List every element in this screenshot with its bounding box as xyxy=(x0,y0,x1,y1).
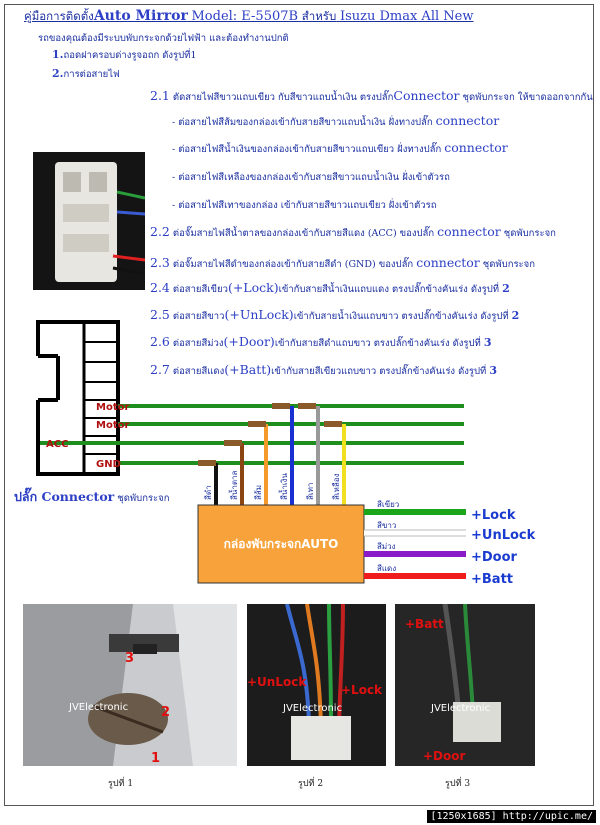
intro-text: รถของคุณต้องมีระบบพับกระจกด้วยไฟฟ้า และต… xyxy=(38,33,289,44)
connector-block xyxy=(30,320,120,476)
photo-1-marker-2: 2 xyxy=(161,705,170,720)
section-2-4: 2.4 ต่อสายสีเขียว(+Lock)เข้ากับสายสีน้ำเ… xyxy=(150,280,510,295)
section-2-2: 2.2 ต่อจั๊มสายไฟสีน้ำตาลของกล่องเข้ากับส… xyxy=(150,224,556,239)
photo-3-drawing: JVElectronic +Batt +Door xyxy=(395,604,535,766)
page-border xyxy=(4,4,594,806)
control-box xyxy=(197,504,365,584)
label-motor-1: Motor xyxy=(96,402,129,413)
splice-marks xyxy=(198,403,342,466)
photo-2-drawing: JVElectronic +UnLock +Lock xyxy=(247,604,386,766)
wire-label-brown: สีน้ำตาล xyxy=(228,470,239,500)
photo-1-caption: รูปที่ 1 xyxy=(108,779,134,789)
bullet-3: - ต่อสายไฟสีเหลืองของกล่องเข้ากับสายสีขา… xyxy=(172,172,450,183)
photo-3-caption: รูปที่ 3 xyxy=(445,779,471,789)
section-2-6: 2.6 ต่อสายสีม่วง(+Door)เข้ากับสายสีดำแถบ… xyxy=(150,334,492,349)
step-1: 1.ถอดฝาครอบด่างรูจอถก ดังรูปที่1 xyxy=(52,48,197,61)
output-color-batt: สีแดง xyxy=(377,564,396,573)
wire-label-yellow: สีเหลือง xyxy=(332,473,341,500)
label-gnd: GND xyxy=(96,459,121,470)
output-label-door: +Door xyxy=(471,550,518,565)
section-2-3: 2.3 ต่อจั๊มสายไฟสีดำของกล่องเข้ากับสายสี… xyxy=(150,255,535,270)
wiring-diagram: Motor Motor ACC GND สีดำ สีน้ำตาล สีส้ม … xyxy=(30,320,536,587)
output-color-door: สีม่วง xyxy=(377,542,396,551)
photo-2-caption: รูปที่ 2 xyxy=(298,779,324,789)
photo-2-marker-unlock: +UnLock xyxy=(247,675,307,689)
output-label-batt: +Batt xyxy=(471,572,513,587)
photo-1-marker-3: 3 xyxy=(125,651,134,666)
control-box-label: กล่องพับกระจกAUTO xyxy=(224,537,339,551)
photo-3: JVElectronic +Batt +Door xyxy=(395,604,535,766)
wire-label-gray: สีเทา xyxy=(306,483,315,501)
bullet-4: - ต่อสายไฟสีเทาของกล่อง เข้ากับสายสีขาวแ… xyxy=(172,200,437,211)
section-2-5: 2.5 ต่อสายสีขาว(+UnLock)เข้ากับสายน้ำเงิ… xyxy=(150,307,520,322)
connector-photo-drawing xyxy=(55,162,145,282)
output-label-lock: +Lock xyxy=(471,508,516,523)
wire-label-orange: สีส้ม xyxy=(254,485,263,500)
label-acc: ACC xyxy=(46,439,68,450)
output-color-lock: สีเขียว xyxy=(377,500,399,509)
wire-label-blue: สีน้ำเงิน xyxy=(278,473,289,501)
photo-2-marker-lock: +Lock xyxy=(341,683,383,697)
photo-1: JVElectronic 3 2 1 xyxy=(23,604,237,766)
photo-2: JVElectronic +UnLock +Lock xyxy=(247,604,386,766)
section-2-1: 2.1 ตัดสายไฟสีขาวแถบเขียว กับสีขาวแถบน้ำ… xyxy=(150,88,593,103)
bullet-1: - ต่อสายไฟสีส้มของกล่องเข้ากับสายสีขาวแถ… xyxy=(172,113,500,128)
photo-1-marker-1: 1 xyxy=(151,751,160,766)
photo-2-watermark: JVElectronic xyxy=(282,703,342,714)
label-motor-2: Motor xyxy=(96,420,129,431)
connector-caption: ปลั๊ก Connector ชุดพับกระจก xyxy=(14,489,170,504)
page-title: คู่มือการติดตั้งAuto Mirror Model: E-550… xyxy=(24,8,474,24)
photo-1-watermark: JVElectronic xyxy=(68,702,128,713)
photo-3-marker-door: +Door xyxy=(423,749,466,763)
wire-label-black: สีดำ xyxy=(204,485,213,500)
photo-3-watermark: JVElectronic xyxy=(430,703,490,714)
step-2: 2.การต่อสายไฟ xyxy=(52,67,120,80)
section-2-7: 2.7 ต่อสายสีแดง(+Batt)เข้ากับสายสีเขียวแ… xyxy=(150,362,497,377)
connector-photo xyxy=(33,152,145,290)
footer-stamp: [1250x1685] http://upic.me/ xyxy=(427,810,596,823)
output-color-unlock: สีขาว xyxy=(377,521,396,530)
bullet-2: - ต่อสายไฟสีน้ำเงินของกล่องเข้ากับสายสีข… xyxy=(172,140,508,155)
output-label-unlock: +UnLock xyxy=(471,528,536,543)
photo-3-marker-batt: +Batt xyxy=(405,617,444,631)
photo-1-drawing: JVElectronic 3 2 1 xyxy=(23,604,237,766)
